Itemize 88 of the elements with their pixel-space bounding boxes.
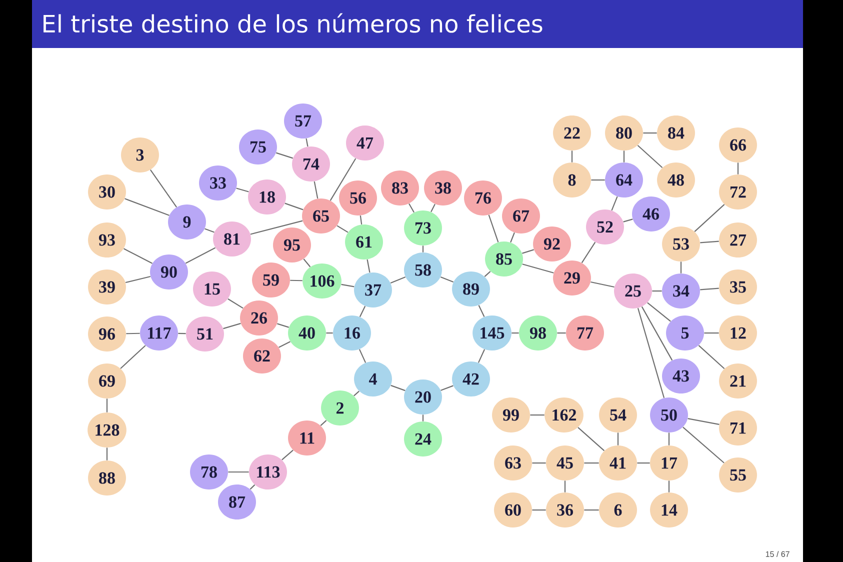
connector-line	[178, 332, 186, 334]
connector-line	[652, 290, 662, 292]
connector-line	[124, 248, 152, 264]
connector-line	[581, 242, 596, 264]
connector-line	[682, 426, 724, 464]
connector-line	[611, 196, 618, 211]
connector-line	[290, 280, 302, 282]
connector-line	[488, 214, 499, 242]
connector-line	[106, 448, 108, 460]
connector-line	[512, 332, 519, 334]
connector-line	[223, 322, 241, 330]
connector-line	[440, 276, 454, 283]
title-bar: El triste destino de los números no felices	[32, 0, 803, 48]
connector-line	[737, 162, 739, 174]
connector-line	[584, 462, 599, 464]
connector-line	[704, 332, 719, 334]
connector-line	[336, 225, 348, 233]
connector-line	[698, 345, 725, 369]
connector-line	[228, 471, 249, 473]
connector-line	[591, 179, 605, 181]
connector-line	[623, 150, 625, 162]
connector-line	[590, 281, 614, 288]
connector-line	[278, 341, 290, 348]
connector-line	[320, 420, 327, 426]
connector-line	[204, 228, 214, 233]
connector-line	[306, 138, 308, 147]
connector-line	[440, 385, 454, 391]
connector-line	[358, 349, 366, 363]
connector-line	[522, 264, 554, 274]
connector-line	[478, 304, 485, 317]
connector-line	[571, 150, 573, 162]
connector-line	[106, 398, 108, 412]
connector-line	[532, 509, 546, 511]
connector-line	[390, 384, 406, 392]
connector-line	[584, 509, 599, 511]
connector-line	[282, 450, 294, 460]
connector-line	[668, 432, 670, 446]
connector-line	[484, 271, 491, 277]
connector-line	[643, 132, 657, 134]
connector-line	[228, 298, 244, 309]
connector-line	[700, 240, 719, 244]
connector-line	[236, 188, 249, 192]
connector-line	[680, 262, 682, 274]
connector-line	[694, 204, 725, 232]
connector-line	[510, 232, 515, 243]
connector-line	[250, 220, 303, 235]
connector-line	[422, 414, 424, 422]
connector-line	[359, 306, 366, 318]
connector-line	[647, 302, 671, 322]
connector-line	[150, 170, 178, 208]
connector-line	[623, 218, 633, 222]
connector-line	[700, 288, 719, 290]
connector-line	[564, 480, 566, 492]
connector-line	[668, 480, 670, 492]
page-number: 15 / 67	[766, 551, 790, 557]
connector-line	[617, 432, 619, 446]
connector-line	[326, 332, 333, 334]
connector-line	[478, 349, 486, 363]
connector-line	[408, 203, 414, 213]
connector-line	[532, 462, 546, 464]
connector-line	[578, 427, 605, 452]
connector-line	[354, 390, 360, 396]
connector-line	[126, 332, 140, 334]
connector-line	[277, 323, 289, 328]
connector-line	[120, 345, 146, 369]
connector-line	[422, 246, 424, 252]
connector-line	[557, 332, 566, 334]
connector-line	[330, 158, 356, 201]
connector-line	[366, 259, 370, 273]
connector-line	[641, 306, 673, 361]
connector-line	[637, 144, 663, 168]
connector-line	[360, 215, 362, 225]
connector-line	[430, 204, 436, 212]
connector-line	[185, 247, 216, 264]
connector-line	[530, 414, 544, 416]
connector-line	[124, 198, 170, 216]
connector-line	[303, 258, 311, 268]
connector-line	[637, 308, 665, 398]
connector-line	[125, 276, 151, 284]
connector-line	[688, 418, 720, 425]
connector-line	[276, 152, 294, 159]
connector-line	[637, 462, 650, 464]
connector-line	[284, 202, 304, 210]
connector-line	[522, 249, 534, 254]
connector-line	[390, 276, 406, 284]
connector-line	[250, 484, 256, 490]
connector-line	[314, 181, 318, 199]
connector-line	[341, 284, 354, 288]
